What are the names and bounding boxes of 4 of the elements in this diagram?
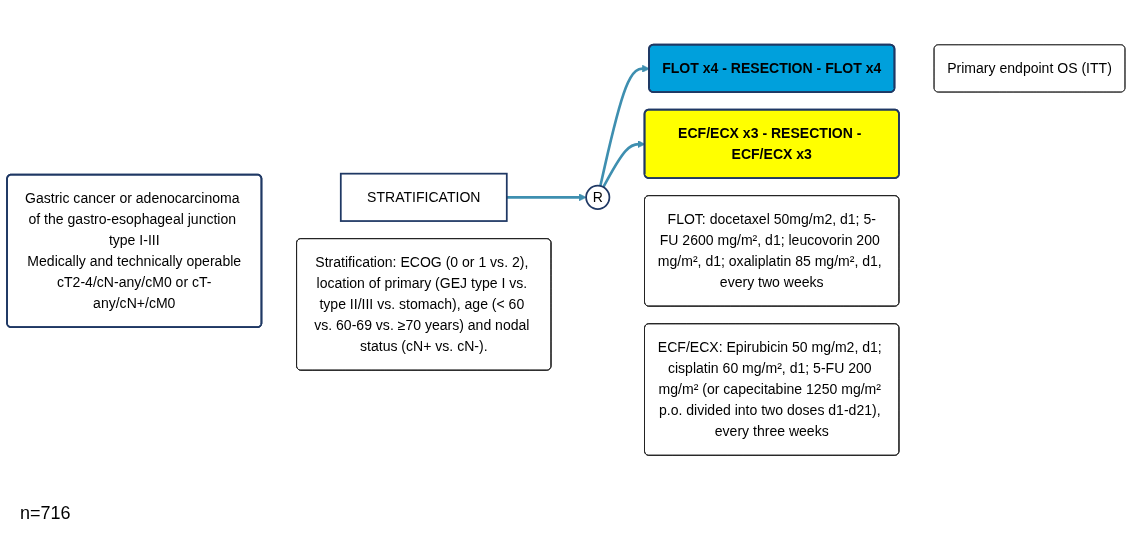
- node-circle: R: [585, 184, 611, 210]
- arrow: [506, 193, 587, 202]
- sample-size-note: n=716: [20, 503, 71, 524]
- node-box: STRATIFICATION: [339, 172, 508, 222]
